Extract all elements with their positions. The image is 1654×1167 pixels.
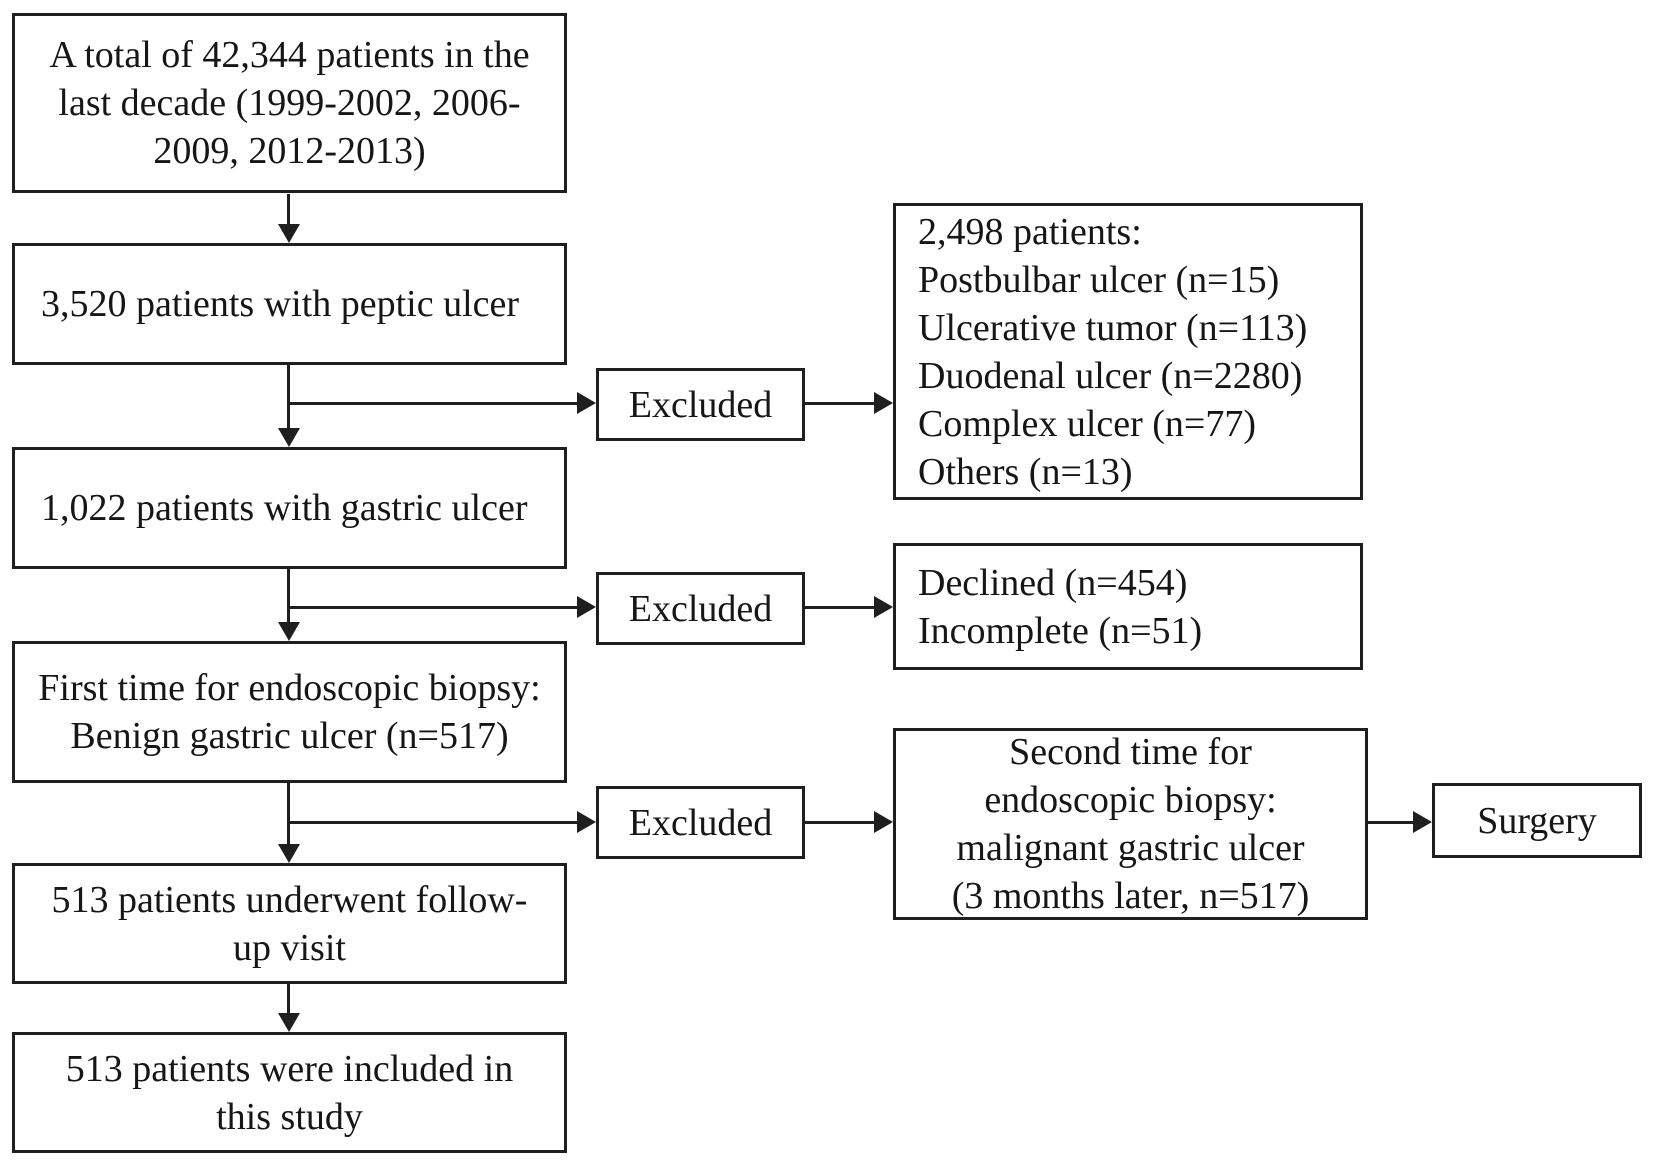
connector-second-biopsy-to-surgery	[1368, 821, 1413, 824]
connector-peptic-to-gastric	[287, 365, 290, 429]
box-excluded-1-label: Excluded	[628, 383, 773, 426]
box-excluded-3-label: Excluded	[628, 801, 773, 844]
box-peptic-ulcer-label: 3,520 patients with peptic ulcer	[41, 283, 520, 325]
box-total-patients: A total of 42,344 patients in the last d…	[12, 13, 567, 193]
arrowhead-excluded3-to-second-biopsy	[874, 811, 893, 833]
box-included: 513 patients were included in this study	[12, 1032, 567, 1153]
arrowhead-second-biopsy-to-surgery	[1413, 811, 1432, 833]
box-surgery: Surgery	[1432, 783, 1642, 858]
arrowhead-biopsy-to-followup	[278, 844, 300, 863]
connector-followup-to-included	[287, 984, 290, 1014]
connector-gastric-to-biopsy	[287, 569, 290, 623]
box-excluded-3: Excluded	[596, 786, 805, 859]
box-first-biopsy: First time for endoscopic biopsy: Benign…	[12, 641, 567, 783]
arrowhead-biopsy-to-excluded	[577, 811, 596, 833]
box-followup-visit-label: 513 patients underwent follow- up visit	[51, 878, 528, 969]
box-excluded-2: Excluded	[596, 572, 805, 645]
box-exclusion-reasons-gastric-label: Declined (n=454) Incomplete (n=51)	[918, 561, 1203, 652]
box-first-biopsy-label: First time for endoscopic biopsy: Benign…	[38, 667, 541, 757]
connector-biopsy-to-excluded	[288, 821, 577, 824]
box-gastric-ulcer: 1,022 patients with gastric ulcer	[12, 447, 567, 569]
box-second-biopsy-label: Second time for endoscopic biopsy: malig…	[951, 731, 1310, 917]
box-exclusion-reasons-peptic-label: 2,498 patients: Postbulbar ulcer (n=15) …	[918, 210, 1308, 493]
arrowhead-peptic-to-excluded	[577, 392, 596, 414]
box-excluded-1: Excluded	[596, 368, 805, 441]
arrowhead-followup-to-included	[278, 1013, 300, 1032]
box-included-label: 513 patients were included in this study	[65, 1047, 514, 1138]
arrowhead-peptic-to-gastric	[278, 428, 300, 447]
box-excluded-2-label: Excluded	[628, 587, 773, 630]
box-gastric-ulcer-label: 1,022 patients with gastric ulcer	[41, 487, 528, 529]
arrowhead-total-to-peptic	[278, 224, 300, 243]
arrowhead-excluded2-to-reasons	[874, 596, 893, 618]
connector-excluded2-to-reasons	[805, 606, 874, 609]
box-followup-visit: 513 patients underwent follow- up visit	[12, 863, 567, 984]
connector-biopsy-to-followup	[287, 783, 290, 844]
connector-total-to-peptic	[287, 194, 290, 225]
connector-excluded3-to-second-biopsy	[805, 821, 874, 824]
arrowhead-excluded1-to-reasons	[874, 392, 893, 414]
box-second-biopsy: Second time for endoscopic biopsy: malig…	[893, 728, 1368, 920]
connector-gastric-to-excluded	[288, 606, 577, 609]
arrowhead-gastric-to-biopsy	[278, 622, 300, 641]
box-surgery-label: Surgery	[1477, 799, 1597, 842]
box-exclusion-reasons-peptic: 2,498 patients: Postbulbar ulcer (n=15) …	[893, 203, 1363, 500]
box-total-patients-label: A total of 42,344 patients in the last d…	[49, 34, 530, 172]
connector-excluded1-to-reasons	[805, 402, 874, 405]
arrowhead-gastric-to-excluded	[577, 596, 596, 618]
box-exclusion-reasons-gastric: Declined (n=454) Incomplete (n=51)	[893, 543, 1363, 670]
connector-peptic-to-excluded	[288, 402, 577, 405]
box-peptic-ulcer: 3,520 patients with peptic ulcer	[12, 243, 567, 365]
